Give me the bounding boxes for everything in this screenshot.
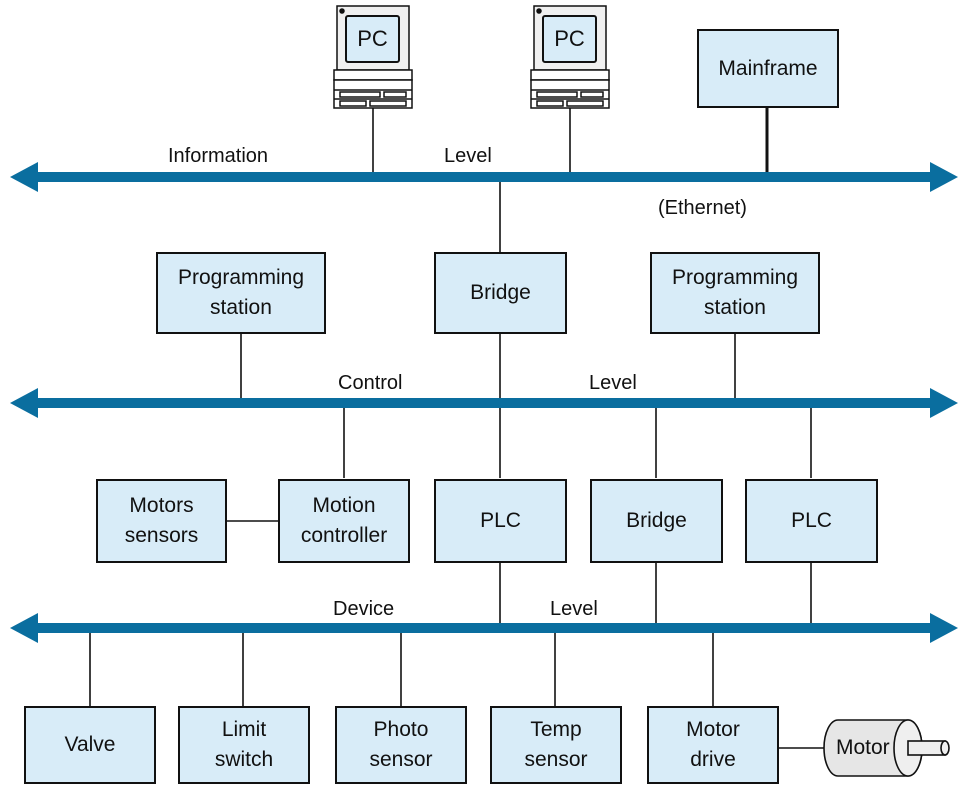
mainframe-box[interactable]: Mainframe: [697, 29, 839, 108]
pc1-screen[interactable]: PC: [345, 15, 400, 63]
limit-switch-box[interactable]: Limit switch: [178, 706, 310, 784]
motor-label[interactable]: Motor: [836, 736, 890, 759]
buses: [10, 162, 958, 643]
control-level-left-label: Control: [338, 372, 403, 394]
motor-drive-box[interactable]: Motor drive: [647, 706, 779, 784]
device-level-right-label: Level: [550, 598, 598, 620]
programming-station-2[interactable]: Programming station: [650, 252, 820, 334]
info-level-right-label: Level: [444, 145, 492, 167]
info-level-left-label: Information: [168, 145, 269, 167]
valve-box[interactable]: Valve: [24, 706, 156, 784]
motor-cylinder: [823, 719, 950, 777]
ethernet-label: (Ethernet): [658, 197, 747, 219]
information-bus: [10, 162, 958, 192]
motion-controller-box[interactable]: Motion controller: [278, 479, 410, 563]
temp-sensor-box[interactable]: Temp sensor: [490, 706, 622, 784]
device-bus: [10, 613, 958, 643]
bridge-top[interactable]: Bridge: [434, 252, 567, 334]
control-bus: [10, 388, 958, 418]
plc-1[interactable]: PLC: [434, 479, 567, 563]
connector-lines: [89, 108, 826, 749]
motors-sensors-box[interactable]: Motors sensors: [96, 479, 227, 563]
control-level-right-label: Level: [589, 372, 637, 394]
pc2-screen[interactable]: PC: [542, 15, 597, 63]
programming-station-1[interactable]: Programming station: [156, 252, 326, 334]
plc-2[interactable]: PLC: [745, 479, 878, 563]
device-level-left-label: Device: [333, 598, 395, 620]
photo-sensor-box[interactable]: Photo sensor: [335, 706, 467, 784]
bridge-mid[interactable]: Bridge: [590, 479, 723, 563]
